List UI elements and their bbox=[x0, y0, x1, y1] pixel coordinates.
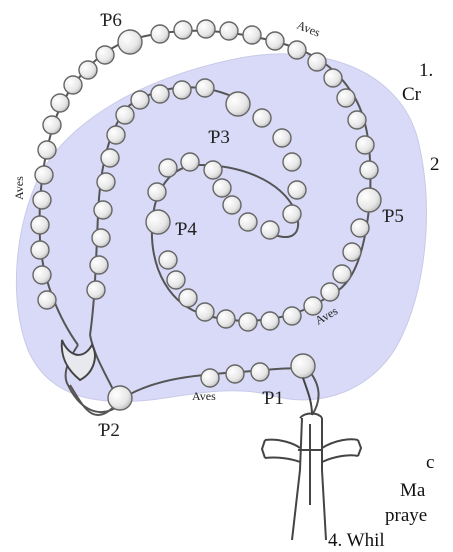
bead bbox=[332, 264, 352, 284]
bead bbox=[150, 24, 170, 44]
bead bbox=[303, 296, 323, 316]
bead bbox=[287, 40, 307, 60]
bead bbox=[272, 128, 292, 148]
bead bbox=[212, 178, 232, 198]
bead-p2 bbox=[107, 385, 133, 411]
bead bbox=[238, 312, 258, 332]
bead bbox=[196, 19, 216, 39]
bead bbox=[130, 90, 150, 110]
bead bbox=[42, 115, 62, 135]
label-p2: Ƥ2 bbox=[98, 420, 120, 441]
bead bbox=[350, 218, 370, 238]
bead bbox=[342, 242, 362, 262]
bead bbox=[282, 306, 302, 326]
bead-p3 bbox=[225, 91, 251, 117]
bead bbox=[287, 180, 307, 200]
bead bbox=[95, 45, 115, 65]
label-p6: Ƥ6 bbox=[100, 10, 122, 31]
doc-fragment: praye bbox=[385, 505, 428, 526]
bead bbox=[89, 255, 109, 275]
bead bbox=[222, 195, 242, 215]
bead bbox=[195, 78, 215, 98]
bead bbox=[78, 60, 98, 80]
doc-fragment: c bbox=[426, 452, 435, 473]
bead bbox=[96, 172, 116, 192]
bead bbox=[50, 93, 70, 113]
bead bbox=[37, 140, 57, 160]
bead bbox=[260, 311, 280, 331]
bead bbox=[158, 158, 178, 178]
bead-p4 bbox=[145, 209, 171, 235]
bead bbox=[200, 368, 220, 388]
bead bbox=[100, 148, 120, 168]
label-p5: Ƥ5 bbox=[382, 206, 404, 227]
bead bbox=[336, 88, 356, 108]
bead bbox=[30, 240, 50, 260]
bead bbox=[147, 182, 167, 202]
bead bbox=[355, 135, 375, 155]
bead bbox=[282, 204, 302, 224]
label-p1: Ƥ1 bbox=[262, 388, 284, 409]
bead-p5 bbox=[356, 187, 382, 213]
bead bbox=[265, 31, 285, 51]
bead bbox=[238, 212, 258, 232]
centerpiece bbox=[60, 339, 96, 382]
bead bbox=[359, 160, 379, 180]
label-aves-bottom: Aves bbox=[192, 389, 216, 403]
bead bbox=[225, 364, 245, 384]
label-aves-top: Aves bbox=[295, 18, 323, 40]
bead bbox=[307, 52, 327, 72]
bead bbox=[93, 200, 113, 220]
bead bbox=[320, 282, 340, 302]
doc-fragment: 2 bbox=[430, 154, 440, 175]
bead-p6 bbox=[117, 29, 143, 55]
doc-fragment: Ma bbox=[400, 480, 426, 501]
chain-center bbox=[64, 334, 122, 414]
bead bbox=[250, 362, 270, 382]
bead bbox=[158, 250, 178, 270]
doc-fragment: Cr bbox=[402, 84, 421, 105]
bead bbox=[282, 152, 302, 172]
bead bbox=[178, 288, 198, 308]
label-p3: Ƥ3 bbox=[208, 127, 230, 148]
bead bbox=[86, 280, 106, 300]
bead bbox=[166, 270, 186, 290]
bead bbox=[252, 108, 272, 128]
bead bbox=[172, 80, 192, 100]
bead bbox=[150, 84, 170, 104]
bead bbox=[91, 228, 111, 248]
bead bbox=[180, 152, 200, 172]
bead bbox=[30, 215, 50, 235]
crucifix-icon bbox=[260, 377, 363, 541]
bead bbox=[32, 265, 52, 285]
bead bbox=[347, 110, 367, 130]
doc-fragment: 1. bbox=[419, 60, 434, 81]
label-aves-left: Aves bbox=[12, 176, 26, 200]
bead bbox=[32, 190, 52, 210]
bead bbox=[63, 75, 83, 95]
bead bbox=[34, 165, 54, 185]
bead bbox=[195, 302, 215, 322]
bead bbox=[219, 21, 239, 41]
bead bbox=[242, 25, 262, 45]
bead-p1 bbox=[290, 353, 316, 379]
bead bbox=[216, 309, 236, 329]
bead bbox=[203, 160, 223, 180]
label-p4: Ƥ4 bbox=[175, 219, 197, 240]
bead bbox=[173, 20, 193, 40]
bead bbox=[106, 125, 126, 145]
doc-fragment: 4. Whil bbox=[328, 530, 385, 551]
bead bbox=[37, 290, 57, 310]
bead bbox=[260, 220, 280, 240]
bead bbox=[323, 68, 343, 88]
bead bbox=[115, 105, 135, 125]
